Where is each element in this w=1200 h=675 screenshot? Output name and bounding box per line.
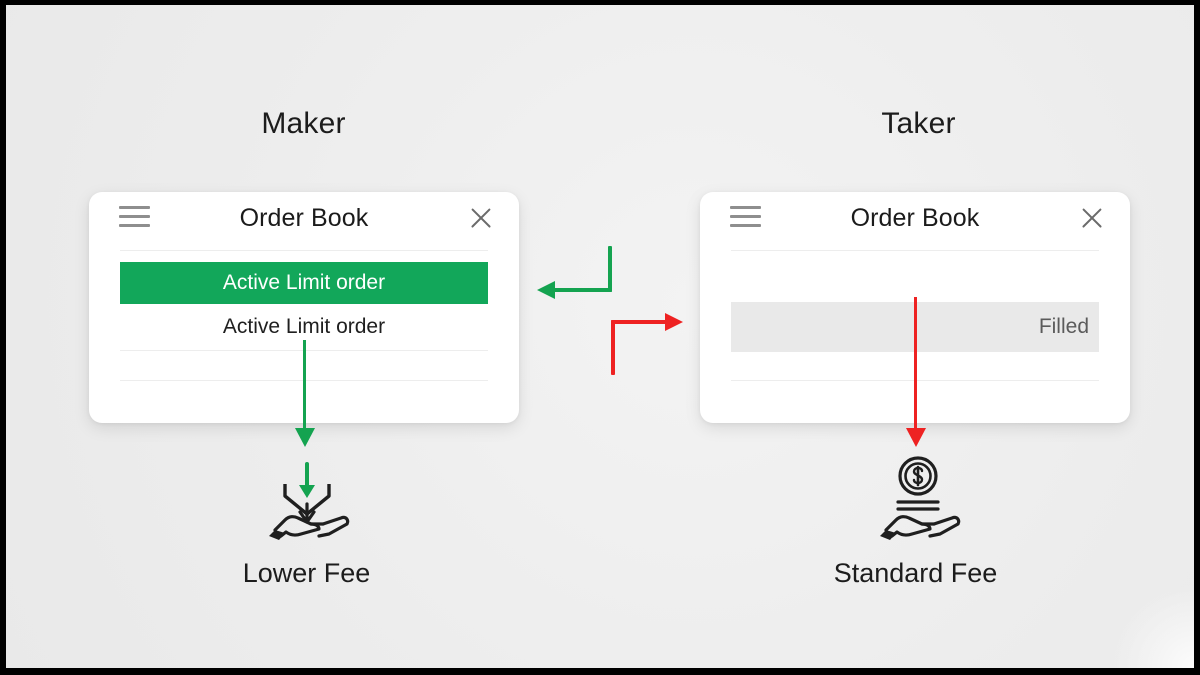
fee-label-lower: Lower Fee (242, 558, 371, 588)
arrow-head-down (294, 428, 315, 447)
order-row-active-limit[interactable]: Active Limit order (222, 315, 386, 338)
hamburger-line (730, 214, 761, 218)
arrow-shaft-horizontal (611, 320, 669, 324)
hamburger-icon[interactable] (730, 206, 761, 228)
corner-highlight-artifact (1114, 578, 1194, 668)
arrow-shaft-vertical (608, 246, 612, 292)
arrow-head-left (537, 281, 555, 299)
hand-holding-dollar-coin-svg (880, 456, 961, 540)
order-book-card-maker[interactable]: Order Book Active Limit order Active Lim… (89, 192, 519, 423)
hamburger-icon[interactable] (119, 206, 150, 228)
taker-to-maker-arrow (537, 246, 632, 301)
hand-receiving-down-arrows-svg (269, 462, 350, 540)
card-title-taker: Order Book (850, 204, 980, 232)
hamburger-line (119, 214, 150, 218)
close-icon[interactable] (1078, 204, 1106, 232)
divider (731, 250, 1099, 251)
arrow-shaft (303, 340, 306, 430)
arrow-shaft (914, 297, 917, 430)
arrow-shaft-horizontal (553, 288, 612, 292)
column-title-maker: Maker (261, 107, 346, 140)
hamburger-line (730, 206, 761, 209)
order-row-active-limit-highlighted[interactable]: Active Limit order (120, 262, 488, 304)
arrow-shaft-vertical (611, 320, 615, 375)
hamburger-line (730, 223, 761, 227)
arrow-head-right (665, 313, 683, 331)
arrow-head-down (905, 428, 926, 447)
close-icon[interactable] (467, 204, 495, 232)
diagram-canvas: Maker Taker Order Book Active Limit orde… (6, 5, 1194, 668)
column-title-taker: Taker (881, 107, 956, 140)
hamburger-line (119, 223, 150, 227)
divider (120, 250, 488, 251)
hamburger-line (119, 206, 150, 209)
card-header-taker: Order Book (700, 192, 1130, 250)
fee-label-standard: Standard Fee (833, 558, 998, 588)
card-title-maker: Order Book (239, 204, 369, 232)
hand-receiving-down-arrows-icon (261, 460, 353, 540)
maker-to-taker-arrow (611, 306, 706, 378)
hand-holding-dollar-coin-icon (872, 455, 964, 543)
card-header-maker: Order Book (89, 192, 519, 250)
